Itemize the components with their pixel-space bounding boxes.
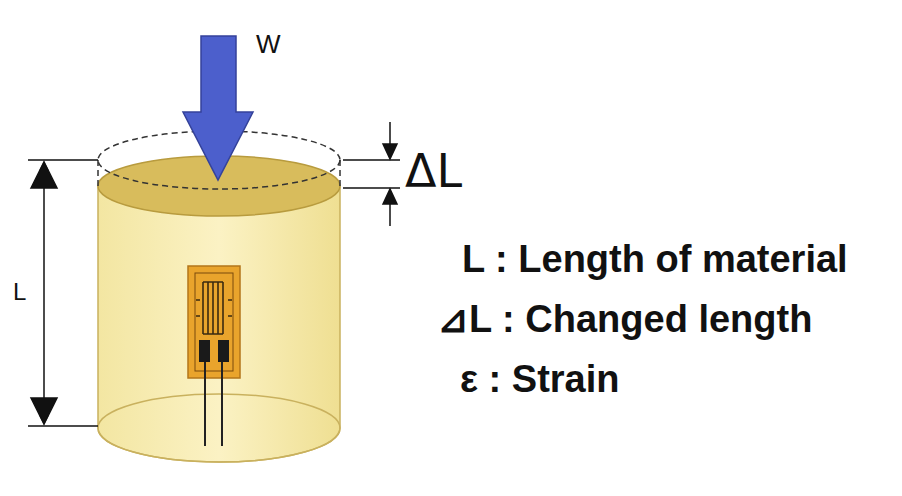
change-label: ΔL [405,148,462,194]
load-arrow [183,36,253,180]
definition-text: ⊿L : Changed length [437,300,812,338]
length-dimension [28,160,98,426]
material-cylinder [98,131,340,462]
change-dimension [343,122,400,226]
length-label: L [13,280,26,304]
load-label: W [256,31,281,57]
definition-text: ε : Strain [460,360,620,398]
definition-text: L : Length of material [462,240,848,278]
strain-gauge [188,266,240,446]
